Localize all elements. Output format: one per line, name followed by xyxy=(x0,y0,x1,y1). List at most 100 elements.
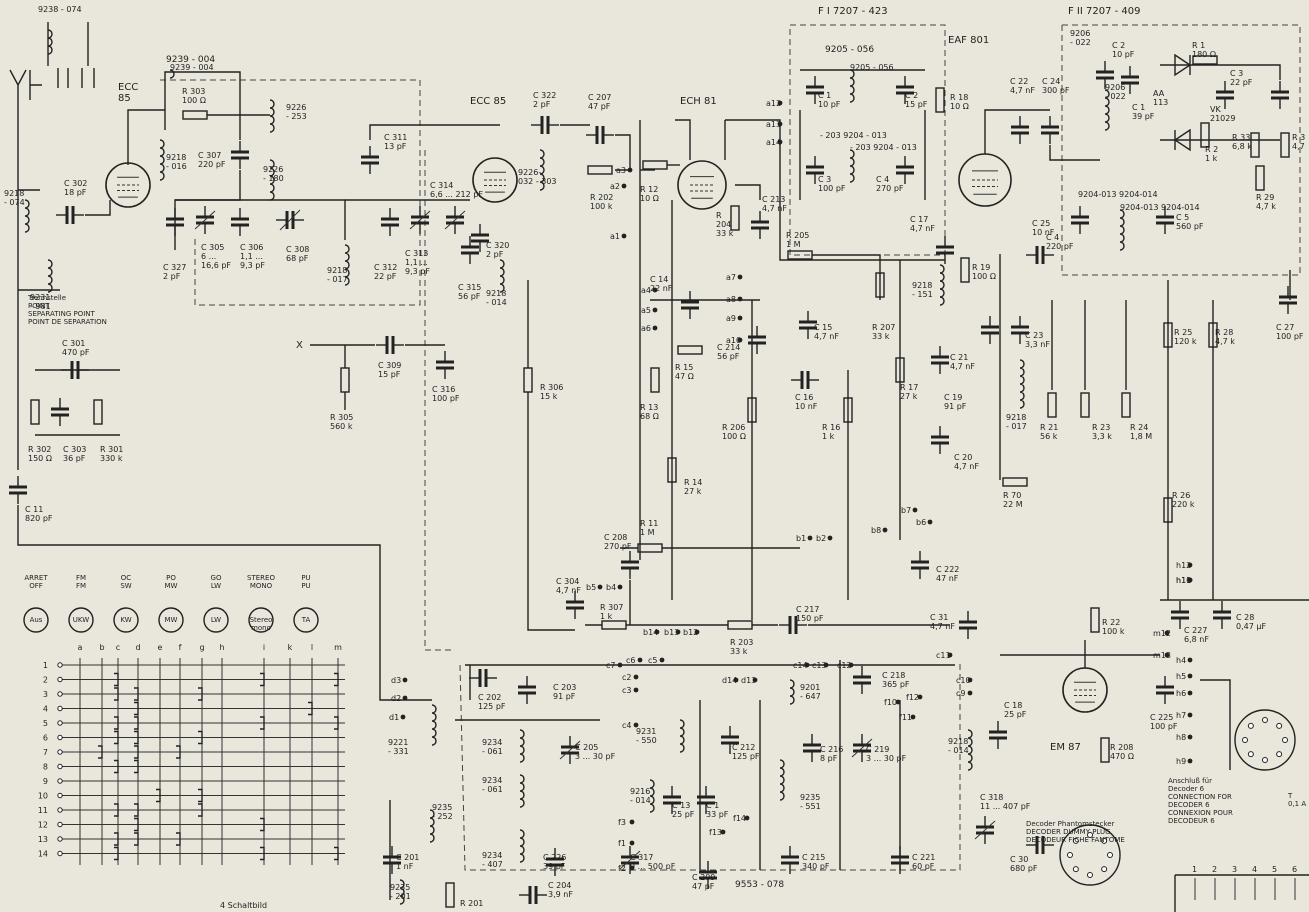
label: a12 xyxy=(766,99,781,108)
label-9239: 9239 - 004 xyxy=(166,55,215,65)
label: c4 xyxy=(622,721,632,730)
node-b7: b7 xyxy=(901,506,918,515)
label-9553: 9553 - 078 xyxy=(735,880,784,890)
node-c12: c12 xyxy=(837,661,854,670)
label: EM 87 xyxy=(1050,742,1081,753)
label: c9 xyxy=(956,689,966,698)
tube-eaf801: EAF 801 xyxy=(948,35,1012,207)
label: a1 xyxy=(610,232,620,241)
node-c9: c9 xyxy=(956,689,973,698)
label: - 203 9204 - 013 xyxy=(820,131,887,140)
coil-c9221: 9221- 331 xyxy=(388,704,437,756)
node-m12: m12 xyxy=(1153,629,1171,638)
coil-c9234b: 9234- 061 xyxy=(482,774,525,808)
coil-c9235b: 9235- 201 xyxy=(390,879,411,905)
label: 9205 - 056 xyxy=(825,45,874,55)
label: h xyxy=(219,643,224,652)
node-f3: f3 xyxy=(618,818,635,827)
label-9204a: - 203 9204 - 013 xyxy=(820,131,887,140)
label: b14 xyxy=(643,628,658,637)
label: c7 xyxy=(606,661,616,670)
node-a7: a7 xyxy=(726,273,743,282)
label: h8 xyxy=(1176,733,1186,742)
coil-c9218d: 9218- 014 xyxy=(486,259,507,307)
label: F I 7207 - 423 xyxy=(818,6,888,17)
label: 4 xyxy=(1252,865,1257,874)
label: c14 xyxy=(793,661,808,670)
label: m xyxy=(334,643,342,652)
label: 7 xyxy=(43,748,48,757)
label: ECH 81 xyxy=(680,96,717,107)
label: 9201- 647 xyxy=(800,683,821,701)
label: UKW xyxy=(73,616,89,624)
coil-c9218e: 9218- 151 xyxy=(912,264,945,306)
label: a7 xyxy=(726,273,736,282)
label: g xyxy=(199,643,204,652)
trimmer-arrow xyxy=(619,850,641,870)
node-h8: h8 xyxy=(1176,733,1193,742)
node-b13: b13 xyxy=(664,628,681,637)
node-f1: f1 xyxy=(618,839,635,848)
node-h6: h6 xyxy=(1176,689,1193,698)
label: b7 xyxy=(901,506,911,515)
node-a13: a13 xyxy=(766,120,783,129)
node-b12: b12 xyxy=(683,628,700,637)
trim xyxy=(279,209,301,231)
node-d13: d13 xyxy=(741,676,758,685)
node-h12: h12 xyxy=(1176,561,1193,570)
